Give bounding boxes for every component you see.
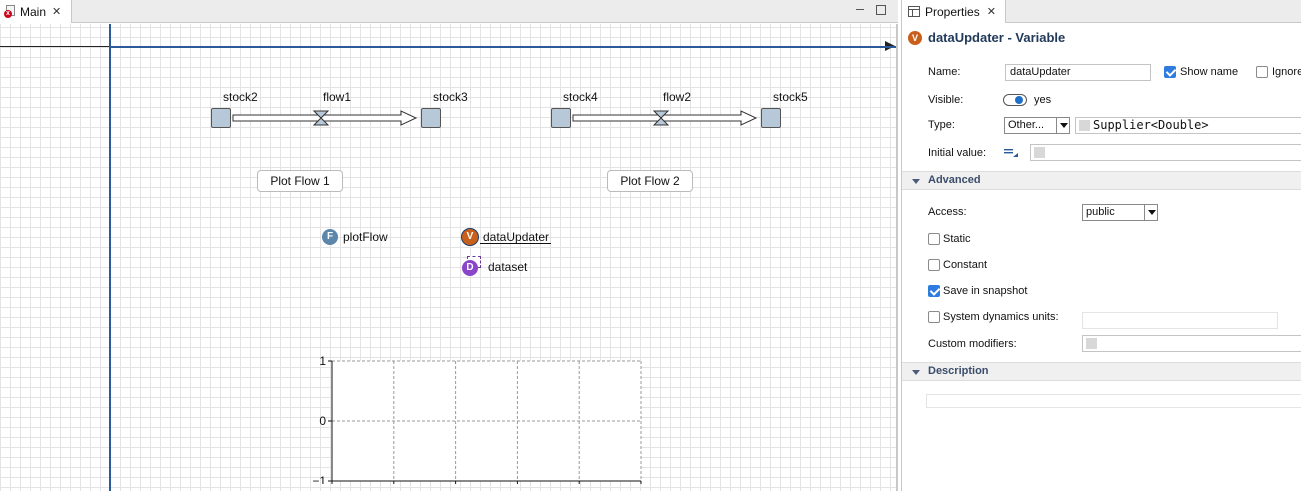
- plot-flow-2-button[interactable]: Plot Flow 2: [607, 170, 693, 192]
- flow2-label: flow2: [663, 90, 692, 104]
- frame-left-border: [109, 24, 111, 491]
- model-canvas[interactable]: stock2 flow1 stock3 stock4 flow2 stock5 …: [0, 24, 896, 491]
- y-tick-label: −1: [312, 474, 326, 484]
- name-field[interactable]: dataUpdater: [1005, 64, 1151, 81]
- description-section-header[interactable]: Description: [902, 362, 1301, 381]
- tab-main-label: Main: [20, 4, 47, 19]
- graphical-editor: x Main ✕ stock2 flow1 stock3 stock4 flow…: [0, 0, 898, 491]
- save-in-snapshot-checkbox[interactable]: [928, 285, 940, 297]
- advanced-section-header[interactable]: Advanced: [902, 171, 1301, 190]
- maximize-button[interactable]: [876, 5, 886, 15]
- flow2-arrow[interactable]: [571, 108, 761, 128]
- properties-tab-bar: Properties ✕: [902, 0, 1301, 23]
- visible-toggle[interactable]: [1003, 94, 1027, 106]
- table-icon: [908, 6, 920, 17]
- system-dynamics-units-field[interactable]: [1082, 312, 1278, 329]
- show-name-checkbox[interactable]: [1164, 66, 1176, 78]
- static-label: Static: [943, 233, 971, 245]
- dataset-icon[interactable]: D: [462, 260, 478, 276]
- selection-underline: [480, 243, 551, 244]
- constant-label: Constant: [943, 259, 988, 271]
- type-code-field[interactable]: Supplier<Double>: [1075, 117, 1301, 134]
- access-select[interactable]: public: [1082, 204, 1158, 221]
- visible-value: yes: [1034, 94, 1052, 106]
- visible-label: Visible:: [928, 94, 964, 106]
- stock2-label: stock2: [223, 90, 258, 104]
- flow1-label: flow1: [323, 90, 352, 104]
- stock2[interactable]: [211, 108, 231, 128]
- y-tick-label: 1: [319, 354, 326, 368]
- ignore-label: Ignore: [1272, 66, 1301, 78]
- y-tick-label: 0: [319, 414, 326, 428]
- time-plot-chart[interactable]: 02040608010010−1: [300, 324, 660, 484]
- variable-icon: V: [908, 30, 922, 45]
- name-label: Name:: [928, 66, 961, 78]
- code-mode-icon[interactable]: [1004, 148, 1018, 158]
- frame-top-border: [110, 46, 896, 48]
- system-dynamics-units-label: System dynamics units:: [943, 311, 1059, 323]
- custom-modifiers-field[interactable]: [1082, 335, 1301, 352]
- variable-icon[interactable]: V: [462, 229, 478, 245]
- code-gutter: [1079, 120, 1090, 131]
- code-gutter: [1034, 147, 1045, 158]
- chevron-down-icon: [1144, 205, 1157, 220]
- error-file-icon: x: [4, 4, 16, 19]
- close-icon[interactable]: ✕: [986, 6, 996, 18]
- stock3[interactable]: [421, 108, 441, 128]
- static-checkbox[interactable]: [928, 233, 940, 245]
- stock5-label: stock5: [773, 90, 808, 104]
- chevron-down-icon: [912, 179, 920, 184]
- code-gutter: [1086, 338, 1097, 349]
- plot-flow-1-button[interactable]: Plot Flow 1: [257, 170, 343, 192]
- stock3-label: stock3: [433, 90, 468, 104]
- canvas-divider: [896, 24, 898, 491]
- stock5[interactable]: [761, 108, 781, 128]
- plotflow-label: plotFlow: [343, 230, 388, 244]
- flow1-arrow[interactable]: [231, 108, 421, 128]
- system-dynamics-units-checkbox[interactable]: [928, 311, 940, 323]
- stock4[interactable]: [551, 108, 571, 128]
- chevron-down-icon: [1056, 118, 1069, 133]
- tab-main[interactable]: x Main ✕: [0, 0, 72, 23]
- dataupdater-label: dataUpdater: [483, 230, 550, 244]
- chevron-down-icon: [912, 370, 920, 375]
- close-icon[interactable]: ✕: [52, 6, 62, 18]
- save-in-snapshot-label: Save in snapshot: [943, 285, 1028, 297]
- properties-panel: Properties ✕ V dataUpdater - Variable Na…: [901, 0, 1301, 491]
- stock4-label: stock4: [563, 90, 598, 104]
- properties-title: dataUpdater - Variable: [928, 30, 1066, 45]
- function-icon[interactable]: F: [322, 229, 338, 245]
- properties-header: V dataUpdater - Variable: [908, 30, 1065, 45]
- ignore-checkbox[interactable]: [1256, 66, 1268, 78]
- constant-checkbox[interactable]: [928, 259, 940, 271]
- description-field[interactable]: [926, 394, 1301, 408]
- dataset-label: dataset: [488, 260, 528, 274]
- show-name-label: Show name: [1180, 66, 1239, 78]
- advanced-title: Advanced: [928, 174, 981, 186]
- minimize-button[interactable]: [854, 3, 866, 15]
- access-select-value: public: [1086, 206, 1115, 218]
- access-label: Access:: [928, 206, 967, 218]
- type-code-value: Supplier<Double>: [1093, 118, 1209, 132]
- custom-modifiers-label: Custom modifiers:: [928, 338, 1017, 350]
- type-select[interactable]: Other...: [1004, 117, 1070, 134]
- tab-properties-label: Properties: [925, 4, 980, 19]
- type-select-value: Other...: [1008, 119, 1045, 131]
- type-label: Type:: [928, 119, 955, 131]
- editor-tab-bar: x Main ✕: [0, 0, 898, 23]
- tab-properties[interactable]: Properties ✕: [902, 0, 1006, 23]
- initial-value-label: Initial value:: [928, 147, 987, 159]
- initial-value-field[interactable]: [1030, 144, 1301, 161]
- description-title: Description: [928, 365, 989, 377]
